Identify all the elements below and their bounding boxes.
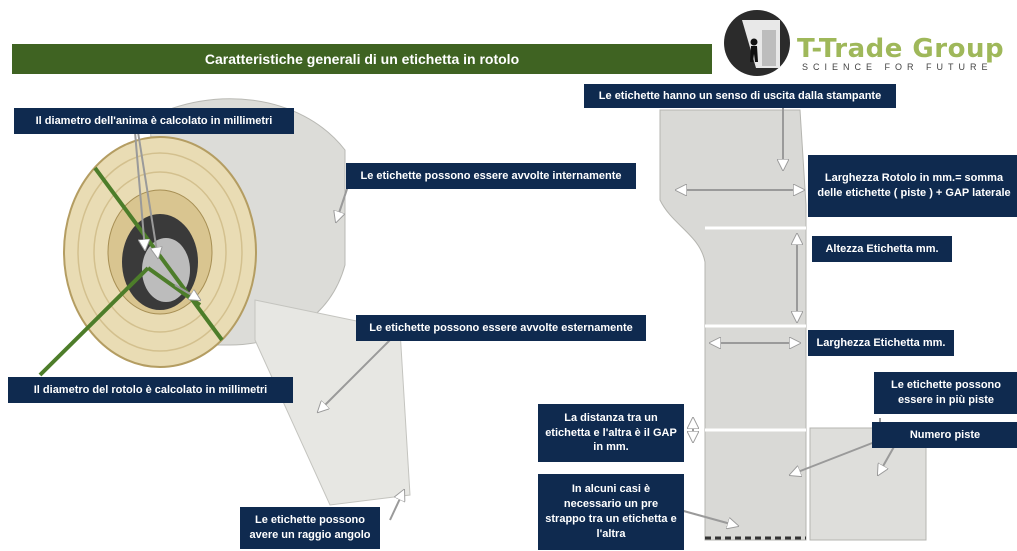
label-gap: La distanza tra un etichetta e l'altra è… <box>538 404 684 462</box>
logo-tagline: SCIENCE FOR FUTURE <box>802 62 993 72</box>
callout-arrow <box>389 490 404 521</box>
callout-arrow <box>174 284 200 300</box>
callout-arrow <box>137 131 158 258</box>
logo-name: T-Trade Group <box>797 34 1005 64</box>
label-roll-width: Larghezza Rotolo in mm.= somma delle eti… <box>808 155 1017 217</box>
label-exit-direction: Le etichette hanno un senso di uscita da… <box>584 84 896 108</box>
label-label-height: Altezza Etichetta mm. <box>812 236 952 262</box>
label-wound-outside: Le etichette possono essere avvolte este… <box>356 315 646 341</box>
callout-arrow <box>134 131 145 250</box>
label-pre-cut: In alcuni casi è necessario un pre strap… <box>538 474 684 550</box>
callout-arrow <box>318 339 391 412</box>
callout-arrow <box>679 509 738 526</box>
callout-arrow <box>878 444 896 475</box>
roll-diameter-line <box>38 266 150 377</box>
t-trade-logo-icon <box>724 10 790 76</box>
page-title: Caratteristiche generali di un etichetta… <box>204 51 520 67</box>
label-label-width: Larghezza Etichetta mm. <box>808 330 954 356</box>
callout-arrow <box>790 439 881 475</box>
label-track-count: Numero piste <box>872 422 1017 448</box>
label-multi-track: Le etichette possono essere in più piste <box>874 372 1017 414</box>
label-wound-inside: Le etichette possono essere avvolte inte… <box>346 163 636 189</box>
label-corner-radius: Le etichette possono avere un raggio ang… <box>240 507 380 549</box>
label-core-diameter: Il diametro dell'anima è calcolato in mi… <box>14 108 294 134</box>
label-roll-diameter: Il diametro del rotolo è calcolato in mi… <box>8 377 293 403</box>
title-banner: Caratteristiche generali di un etichetta… <box>12 44 712 74</box>
